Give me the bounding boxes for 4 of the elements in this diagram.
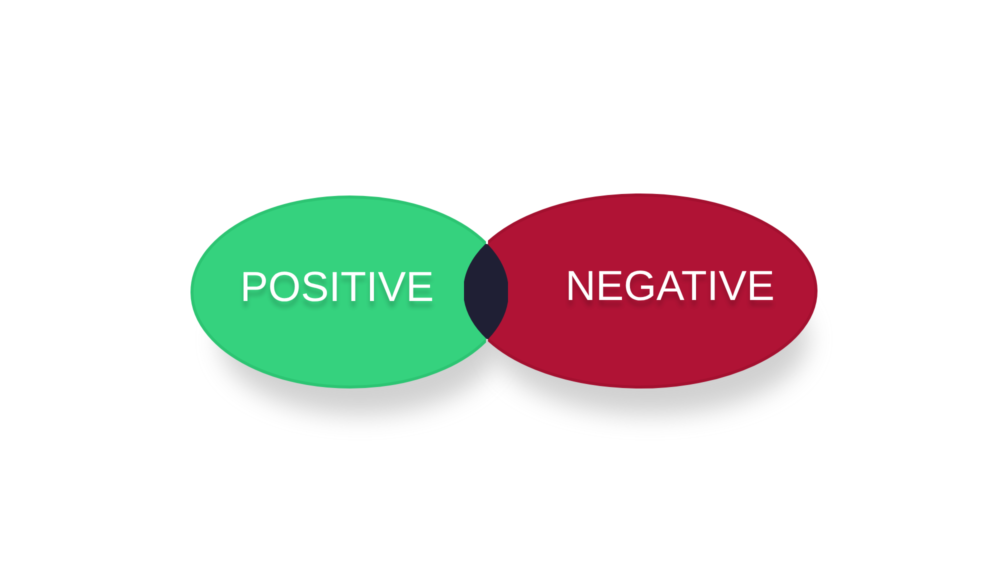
venn-ellipse xyxy=(488,193,818,389)
ellipse-label: POSITIVE xyxy=(240,266,434,308)
venn-ellipse xyxy=(190,195,486,389)
ellipse-label: NEGATIVE xyxy=(565,265,775,307)
